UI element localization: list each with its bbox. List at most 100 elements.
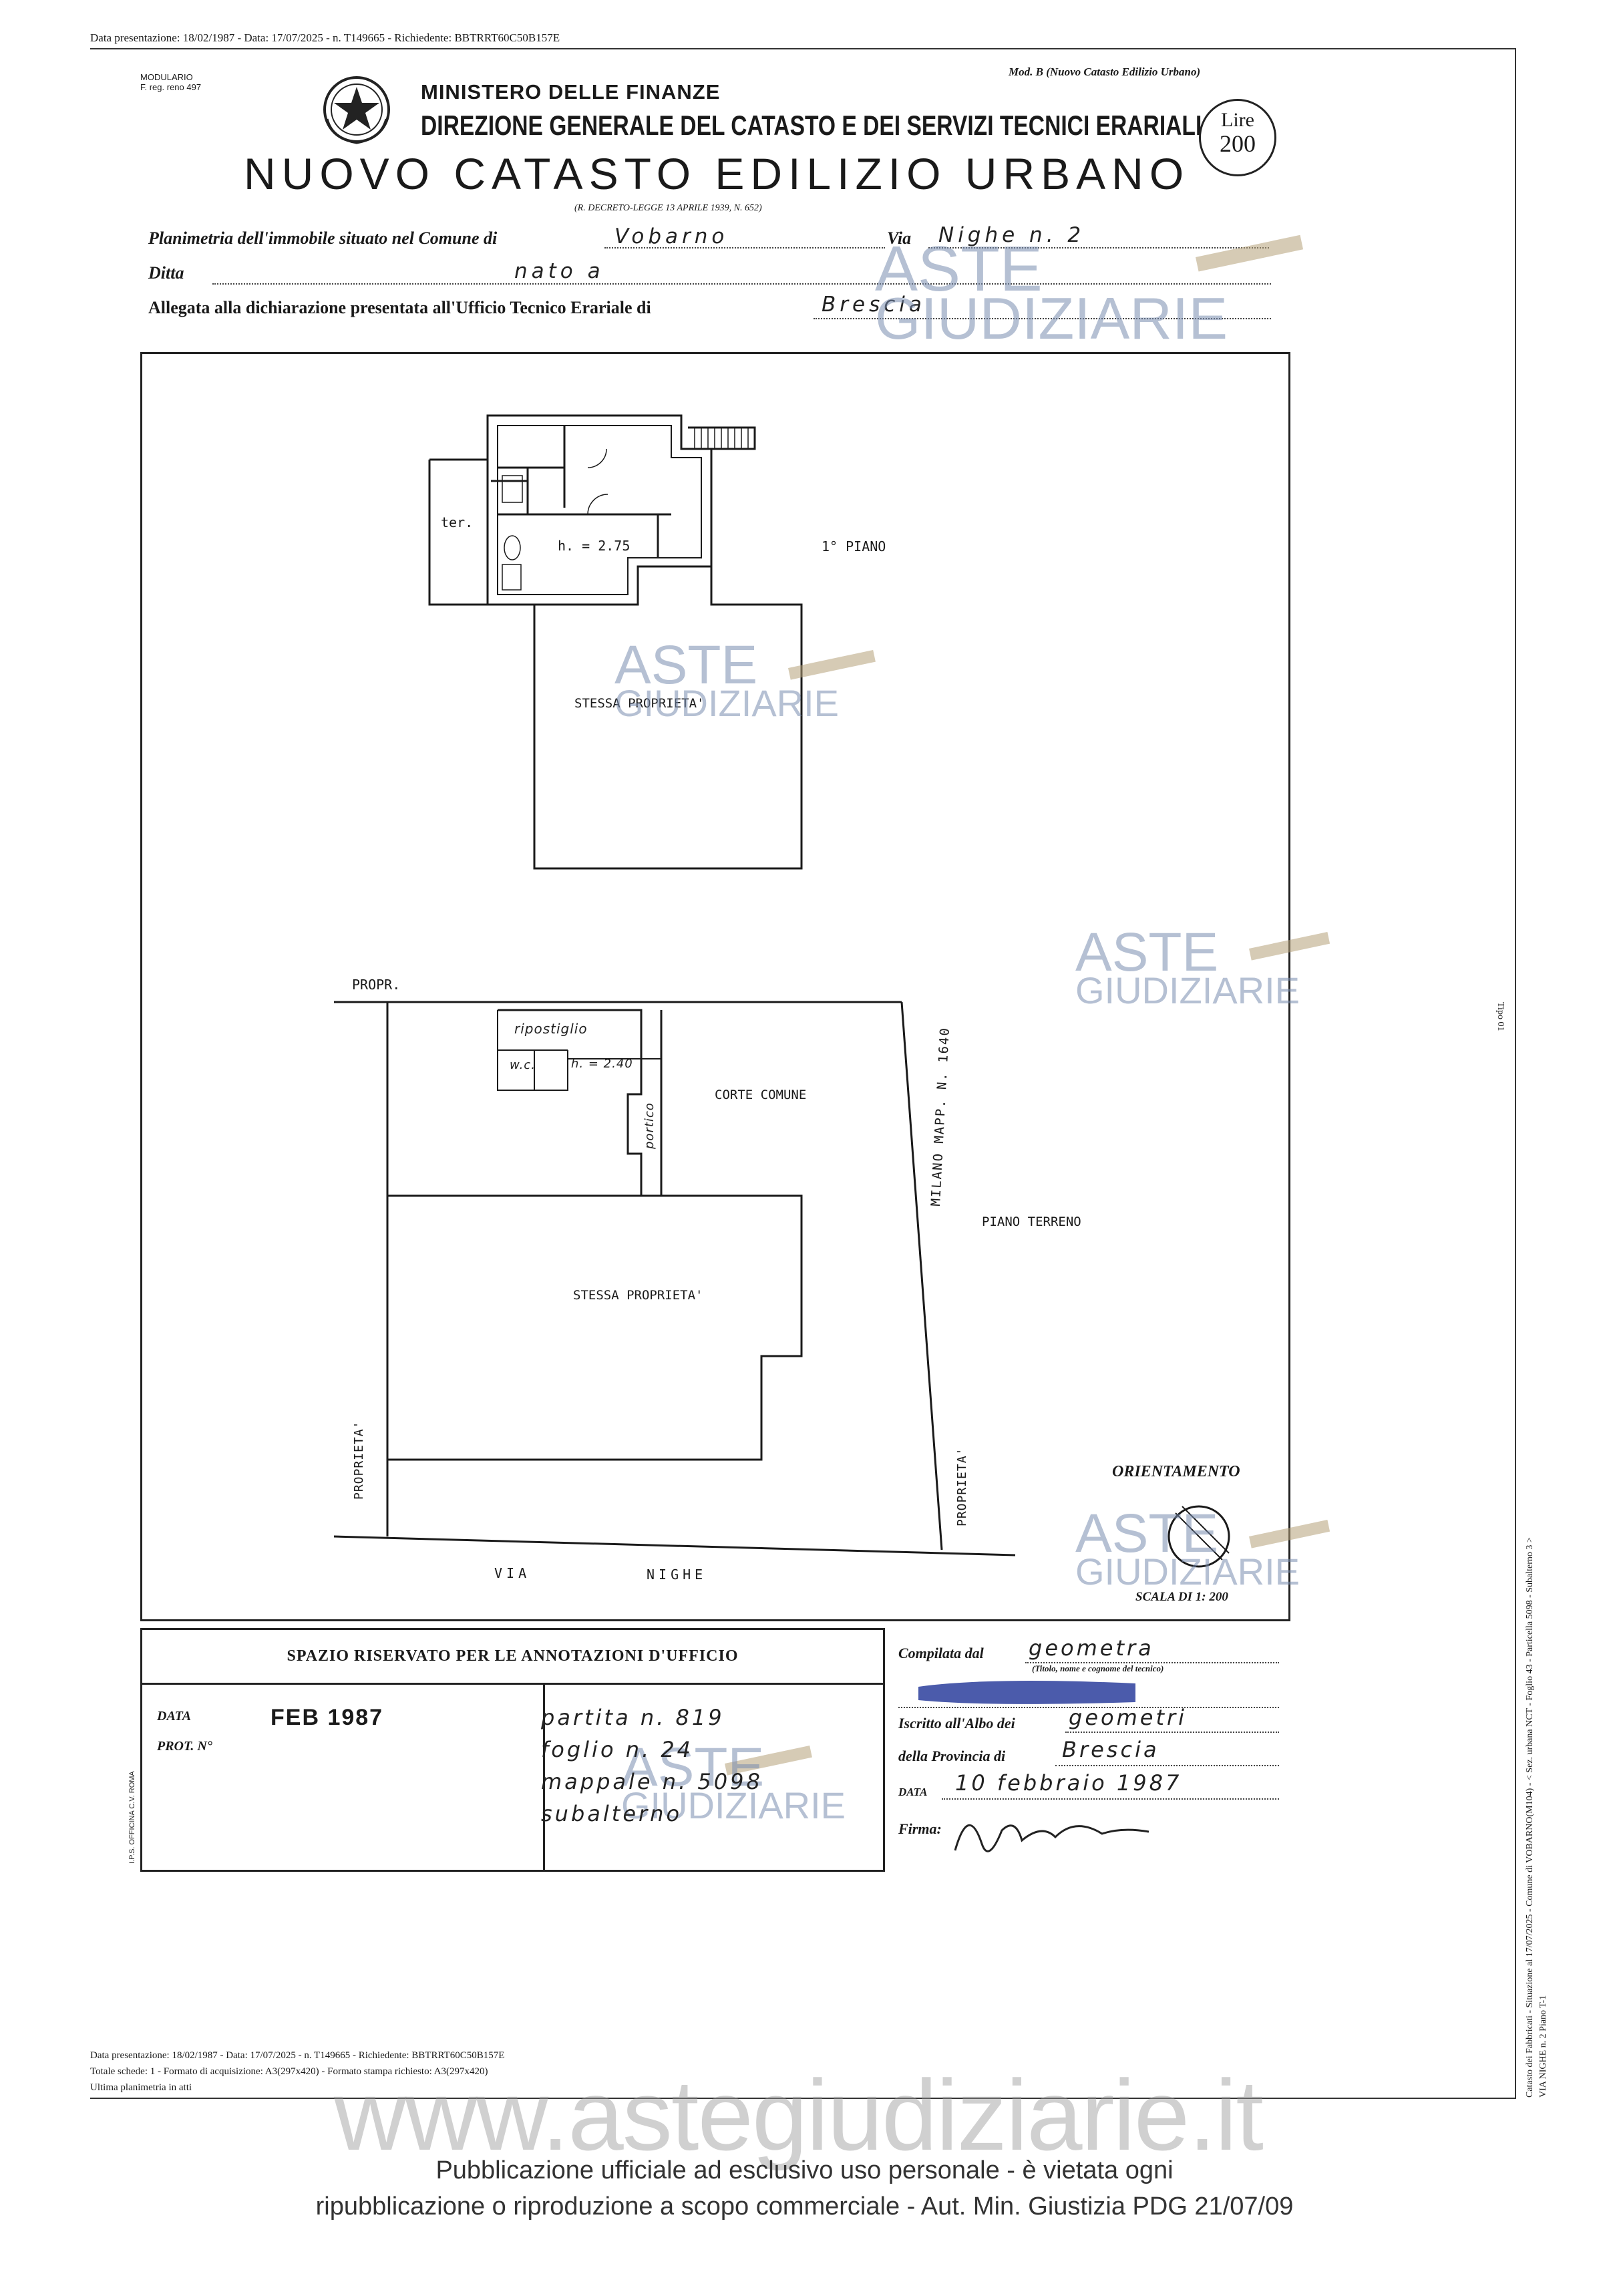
via-street-label: VIA xyxy=(494,1565,531,1581)
wc-label: w.c. xyxy=(510,1058,536,1072)
watermark-giudiziarie-text: GIUDIZIARIE xyxy=(621,1784,846,1826)
lower-stessa-label: STESSA PROPRIETA' xyxy=(573,1288,703,1303)
modulario-label: MODULARIO xyxy=(140,72,193,82)
proprieta-right-label: PROPRIETA' xyxy=(955,1447,969,1526)
iscritto-value: geometri xyxy=(1069,1705,1188,1730)
watermark-giudiziarie-text: GIUDIZIARIE xyxy=(614,682,840,724)
office-annotation-box: SPAZIO RISERVATO PER LE ANNOTAZIONI D'UF… xyxy=(140,1628,885,1872)
provincia-label: della Provincia di xyxy=(898,1748,1006,1764)
orientamento-label: ORIENTAMENTO xyxy=(1112,1463,1240,1480)
watermark-giudiziarie-text: GIUDIZIARIE xyxy=(1075,1550,1300,1593)
iscritto-label: Iscritto all'Albo dei xyxy=(898,1715,1015,1732)
portico-label: portico xyxy=(643,1102,657,1149)
sign-data-line xyxy=(942,1798,1279,1800)
direction-name: DIREZIONE GENERALE DEL CATASTO E DEI SER… xyxy=(421,110,1202,141)
lire-stamp: Lire 200 xyxy=(1199,99,1276,176)
watermark-aste-5: ASTE GIUDIZIARIE xyxy=(621,1740,846,1824)
side-meta-line1: Catasto dei Fabbricati - Situazione al 1… xyxy=(1525,1537,1535,2098)
terrace-label: ter. xyxy=(441,514,474,530)
footer-meta-line2: Totale schede: 1 - Formato di acquisizio… xyxy=(90,2066,488,2077)
office-heading: SPAZIO RISERVATO PER LE ANNOTAZIONI D'UF… xyxy=(287,1647,739,1665)
planimetria-label: Planimetria dell'immobile situato nel Co… xyxy=(148,228,498,248)
footer-meta-line1: Data presentazione: 18/02/1987 - Data: 1… xyxy=(90,2050,505,2061)
watermark-aste-text: ASTE xyxy=(875,233,1043,305)
firma-label: Firma: xyxy=(898,1820,942,1837)
redaction-mark xyxy=(918,1681,1135,1704)
watermark-giudiziarie-text: GIUDIZIARIE xyxy=(875,285,1228,351)
via-value: Nighe n. 2 xyxy=(938,223,1085,247)
mappale-value: mappale n. 5098 xyxy=(541,1769,763,1794)
disclaimer-line2: ripubblicazione o riproduzione a scopo c… xyxy=(315,2192,1294,2221)
proprieta-left-label: PROPRIETA' xyxy=(352,1420,366,1500)
subalterno-value: subalterno xyxy=(541,1801,683,1826)
compilata-value: geometra xyxy=(1029,1635,1154,1661)
office-data-value: FEB 1987 xyxy=(271,1705,384,1730)
top-rule xyxy=(90,48,1516,49)
model-label: Mod. B (Nuovo Catasto Edilizio Urbano) xyxy=(1009,65,1201,78)
modulario-block: MODULARIO F. reg. reno 497 xyxy=(140,72,201,92)
office-divider xyxy=(543,1685,545,1872)
ditta-label: Ditta xyxy=(148,263,184,283)
watermark-aste-text: ASTE xyxy=(1075,922,1219,983)
provincia-line xyxy=(1055,1765,1279,1766)
right-rule xyxy=(1515,48,1516,2098)
ditta-value: nato a xyxy=(514,259,604,283)
scale-label: SCALA DI 1: 200 xyxy=(1135,1590,1228,1604)
compilata-label: Compilata dal xyxy=(898,1645,984,1661)
via-line xyxy=(928,247,1269,249)
allegata-label: Allegata alla dichiarazione presentata a… xyxy=(148,298,651,317)
upper-stessa-label: STESSA PROPRIETA' xyxy=(574,696,705,711)
footer-meta-line3: Ultima planimetria in atti xyxy=(90,2082,192,2093)
office-prot-label: PROT. N° xyxy=(157,1739,212,1754)
ripostiglio-label: ripostiglio xyxy=(514,1021,588,1037)
side-meta-line2: VIA NIGHE n. 2 Piano T-1 xyxy=(1538,1995,1548,2098)
ministry-name: MINISTERO DELLE FINANZE xyxy=(421,80,721,104)
site-watermark: www.astegiudiziarie.it xyxy=(334,2059,1264,2171)
watermark-aste-3: ASTE GIUDIZIARIE xyxy=(1075,925,1300,1009)
floor-plan-frame xyxy=(140,352,1290,1621)
watermark-giudiziarie-text: GIUDIZIARIE xyxy=(1075,969,1300,1011)
foglio-value: foglio n. 24 xyxy=(541,1737,694,1762)
watermark-aste-1: ASTE GIUDIZIARIE xyxy=(875,237,1228,348)
via-label: Via xyxy=(887,228,912,248)
sign-data-value: 10 febbraio 1987 xyxy=(955,1770,1182,1796)
comune-value: Vobarno xyxy=(614,224,729,249)
ufficio-line xyxy=(814,318,1271,319)
lire-value: 200 xyxy=(1220,130,1256,157)
compilata-hint: (Titolo, nome e cognome del tecnico) xyxy=(1032,1663,1164,1673)
signature-stroke xyxy=(954,1824,1149,1852)
upper-floor-label: 1° PIANO xyxy=(822,538,886,554)
compilata-line xyxy=(1025,1662,1279,1663)
printer-mark: I.P.S. OFFICINA C.V. ROMA xyxy=(128,1771,136,1864)
lower-floor-label: PIANO TERRENO xyxy=(982,1214,1081,1229)
watermark-aste-text: ASTE xyxy=(621,1737,765,1798)
name-line xyxy=(898,1707,1279,1708)
watermark-aste-text: ASTE xyxy=(1075,1503,1219,1564)
ditta-line xyxy=(212,283,1271,285)
iscritto-line xyxy=(1065,1732,1279,1733)
partita-value: partita n. 819 xyxy=(541,1705,725,1730)
upper-height-label: h. = 2.75 xyxy=(558,538,631,554)
sign-data-label: DATA xyxy=(898,1786,928,1798)
document-title: NUOVO CATASTO EDILIZIO URBANO xyxy=(244,149,1190,198)
office-data-label: DATA xyxy=(157,1709,192,1724)
provincia-value: Brescia xyxy=(1062,1737,1159,1762)
republic-emblem-icon xyxy=(319,72,394,147)
top-metadata-line: Data presentazione: 18/02/1987 - Data: 1… xyxy=(90,31,560,44)
watermark-aste-4: ASTE GIUDIZIARIE xyxy=(1075,1506,1300,1591)
lower-height-label: h. = 2.40 xyxy=(571,1057,633,1071)
office-heading-row: SPAZIO RISERVATO PER LE ANNOTAZIONI D'UF… xyxy=(142,1630,883,1685)
watermark-aste-text: ASTE xyxy=(614,635,758,695)
comune-line xyxy=(604,247,885,249)
watermark-aste-2: ASTE GIUDIZIARIE xyxy=(614,638,839,722)
disclaimer-line1: Pubblicazione ufficiale ad esclusivo uso… xyxy=(435,2156,1174,2184)
ufficio-value: Brescia xyxy=(822,293,926,317)
nighe-street-label: NIGHE xyxy=(647,1567,707,1583)
side-tag: Tipo 01 xyxy=(1495,1002,1505,1031)
bottom-rule xyxy=(90,2098,1516,2099)
lire-label: Lire xyxy=(1221,109,1254,131)
corte-comune-label: CORTE COMUNE xyxy=(715,1088,807,1102)
propr-label: PROPR. xyxy=(352,977,401,993)
modulario-code: F. reg. reno 497 xyxy=(140,82,202,92)
